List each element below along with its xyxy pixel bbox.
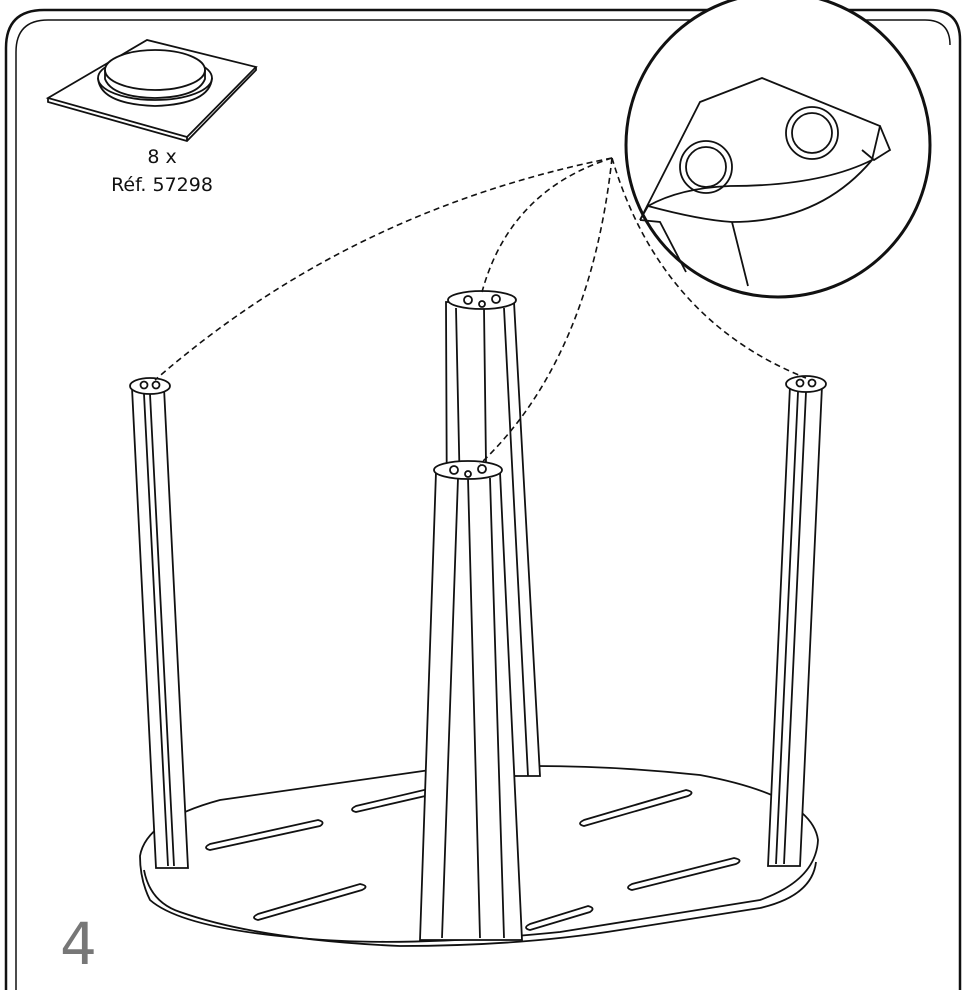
page-frame [4,8,962,990]
left-leg [129,377,189,869]
part-reference: Réf. 57298 [111,174,213,196]
page-frame-shadow [15,19,951,990]
step-number: 4 [60,910,97,978]
front-leg [419,460,523,941]
detail-zoom-circle [624,0,932,299]
felt-pad-icon [45,39,258,143]
leader-lines [154,157,807,465]
right-leg [767,375,827,867]
part-quantity: 8 x [147,146,177,168]
